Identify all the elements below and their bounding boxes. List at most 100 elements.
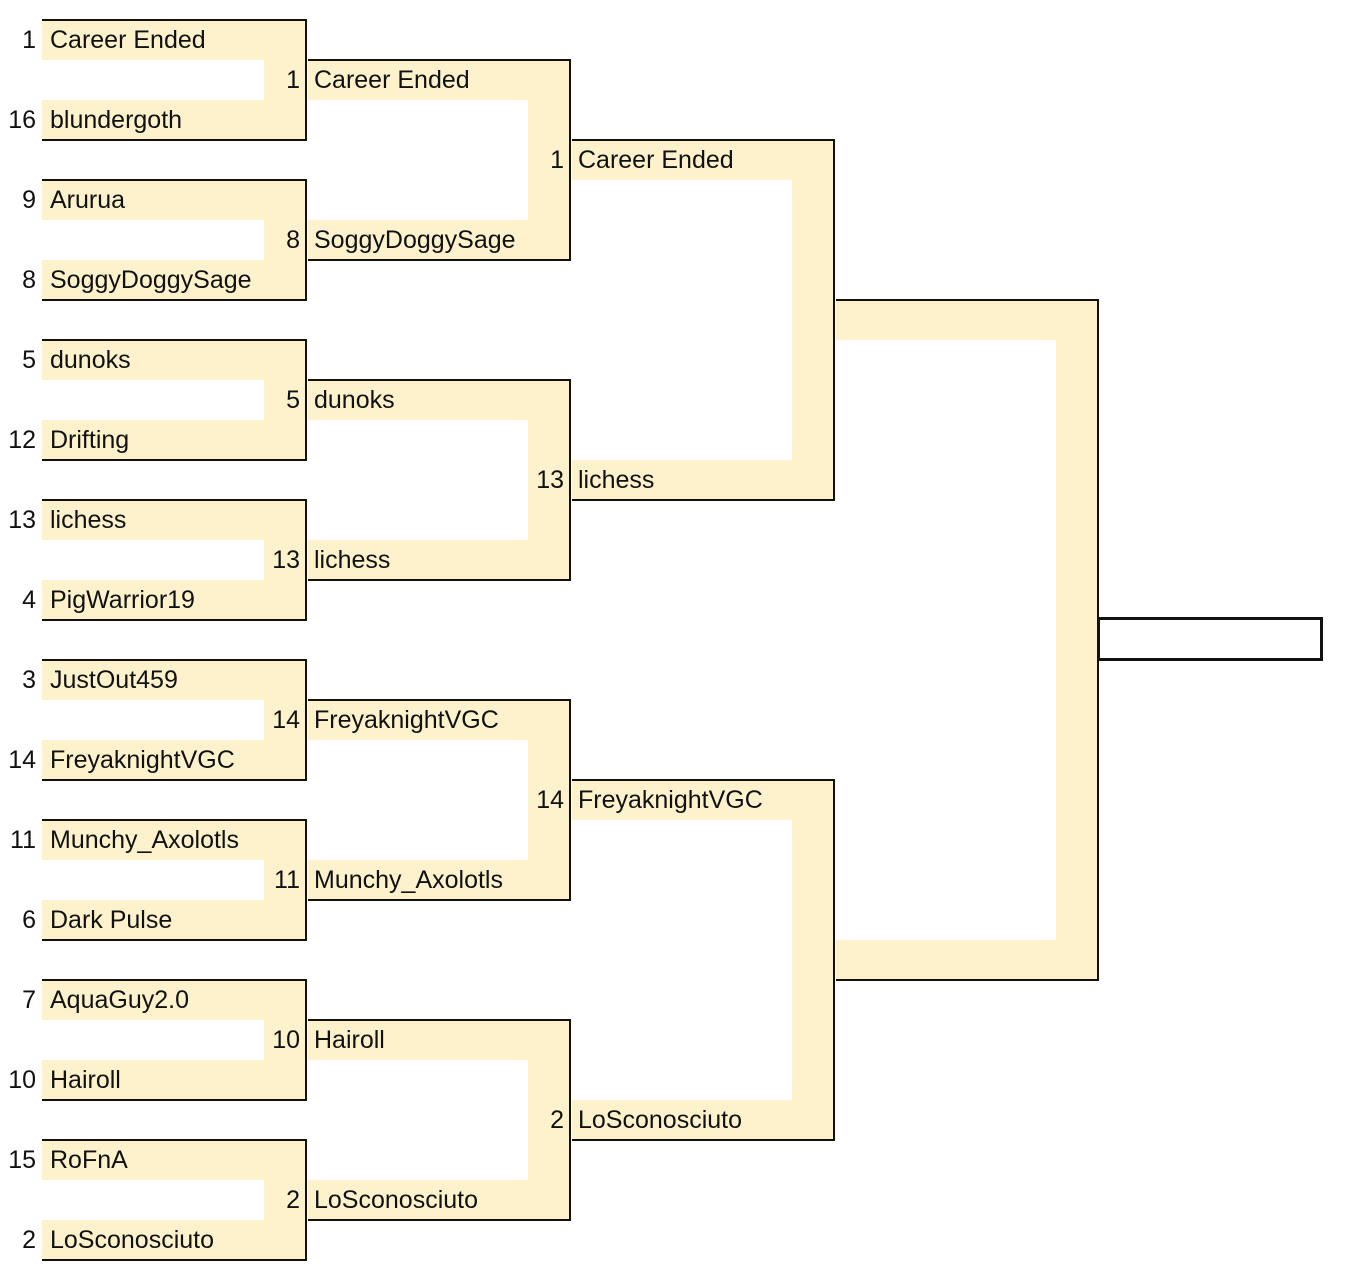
match-fill	[308, 1020, 570, 1060]
match-fill	[42, 500, 306, 540]
player-name: blundergoth	[50, 106, 183, 134]
bracket-line	[308, 379, 571, 381]
bracket-line	[836, 979, 1099, 981]
bracket-line	[42, 659, 307, 661]
player-name: Career Ended	[50, 26, 206, 54]
player-name: dunoks	[314, 386, 395, 414]
seed-number: 8	[286, 226, 300, 254]
seed-number: 14	[8, 746, 36, 774]
match-fill	[42, 100, 306, 140]
seed-number: 10	[8, 1066, 36, 1094]
bracket-line	[42, 139, 307, 141]
bracket-line	[42, 299, 307, 301]
match-fill	[264, 980, 306, 1100]
player-name: LoSconosciuto	[578, 1106, 743, 1134]
seed-number: 8	[22, 266, 36, 294]
seed-number: 13	[536, 466, 564, 494]
bracket-line	[305, 499, 307, 620]
bracket-line	[42, 459, 307, 461]
match-fill	[42, 900, 306, 940]
seed-number: 1	[550, 146, 564, 174]
player-name: AquaGuy2.0	[50, 986, 189, 1014]
match-fill	[42, 980, 306, 1020]
seed-number: 9	[22, 186, 36, 214]
bracket-line	[305, 659, 307, 780]
match-fill	[264, 180, 306, 300]
seed-number: 4	[22, 586, 36, 614]
match-fill	[572, 1100, 834, 1140]
bracket-line	[42, 1099, 307, 1101]
match-fill	[572, 460, 834, 500]
seed-number: 13	[8, 506, 36, 534]
player-name: LoSconosciuto	[50, 1226, 215, 1254]
player-name: Dark Pulse	[50, 906, 173, 934]
seed-number: 11	[10, 826, 36, 854]
match-fill	[42, 20, 306, 60]
match-fill	[264, 1140, 306, 1260]
match-fill	[264, 20, 306, 140]
bracket-line	[42, 1139, 307, 1141]
bracket-line	[833, 139, 835, 500]
match-fill	[528, 700, 570, 900]
player-name: FreyaknightVGC	[314, 706, 499, 734]
bracket-line	[42, 939, 307, 941]
player-name: JustOut459	[50, 666, 178, 694]
bracket-line	[308, 579, 571, 581]
seed-number: 16	[8, 106, 36, 134]
player-name: FreyaknightVGC	[578, 786, 763, 814]
seed-number: 3	[22, 666, 36, 694]
bracket-line	[308, 59, 571, 61]
match-fill	[308, 1180, 570, 1220]
match-fill	[308, 700, 570, 740]
player-name: Hairoll	[314, 1026, 385, 1054]
match-fill	[308, 860, 570, 900]
bracket-line	[833, 779, 835, 1140]
bracket-line	[305, 179, 307, 300]
bracket-line	[42, 779, 307, 781]
player-name: RoFnA	[50, 1146, 128, 1174]
seed-number: 15	[8, 1146, 36, 1174]
seed-number: 2	[22, 1226, 36, 1254]
player-name: LoSconosciuto	[314, 1186, 479, 1214]
seed-number: 6	[22, 906, 36, 934]
seed-number: 2	[286, 1186, 300, 1214]
bracket-line	[572, 139, 835, 141]
bracket-line	[308, 259, 571, 261]
bracket-line	[569, 379, 571, 580]
bracket-line	[308, 1219, 571, 1221]
player-name: dunoks	[50, 346, 131, 374]
match-fill	[836, 300, 1098, 340]
match-fill	[528, 1020, 570, 1220]
bracket-line	[42, 1259, 307, 1261]
bracket-line	[42, 339, 307, 341]
bracket-line	[572, 1139, 835, 1141]
seed-number: 14	[536, 786, 564, 814]
match-fill	[42, 1140, 306, 1180]
bracket-line	[42, 499, 307, 501]
player-name: PigWarrior19	[50, 586, 195, 614]
bracket-line	[42, 19, 307, 21]
bracket-line	[308, 699, 571, 701]
player-name: Career Ended	[314, 66, 470, 94]
match-fill	[792, 140, 834, 500]
player-name: Arurua	[50, 186, 126, 214]
match-fill	[836, 940, 1098, 980]
bracket-line	[42, 819, 307, 821]
seed-number: 13	[272, 546, 300, 574]
seed-number: 5	[22, 346, 36, 374]
player-name: SoggyDoggySage	[50, 266, 252, 294]
bracket-line	[569, 59, 571, 260]
bracket-line	[305, 1139, 307, 1260]
match-fill	[42, 260, 306, 300]
player-name: SoggyDoggySage	[314, 226, 516, 254]
match-fill	[792, 780, 834, 1140]
seed-number: 10	[272, 1026, 300, 1054]
match-fill	[42, 420, 306, 460]
bracket-line	[42, 619, 307, 621]
bracket-line	[572, 499, 835, 501]
bracket-line	[308, 1019, 571, 1021]
match-fill	[42, 820, 306, 860]
seed-number: 2	[550, 1106, 564, 1134]
bracket-line	[308, 899, 571, 901]
